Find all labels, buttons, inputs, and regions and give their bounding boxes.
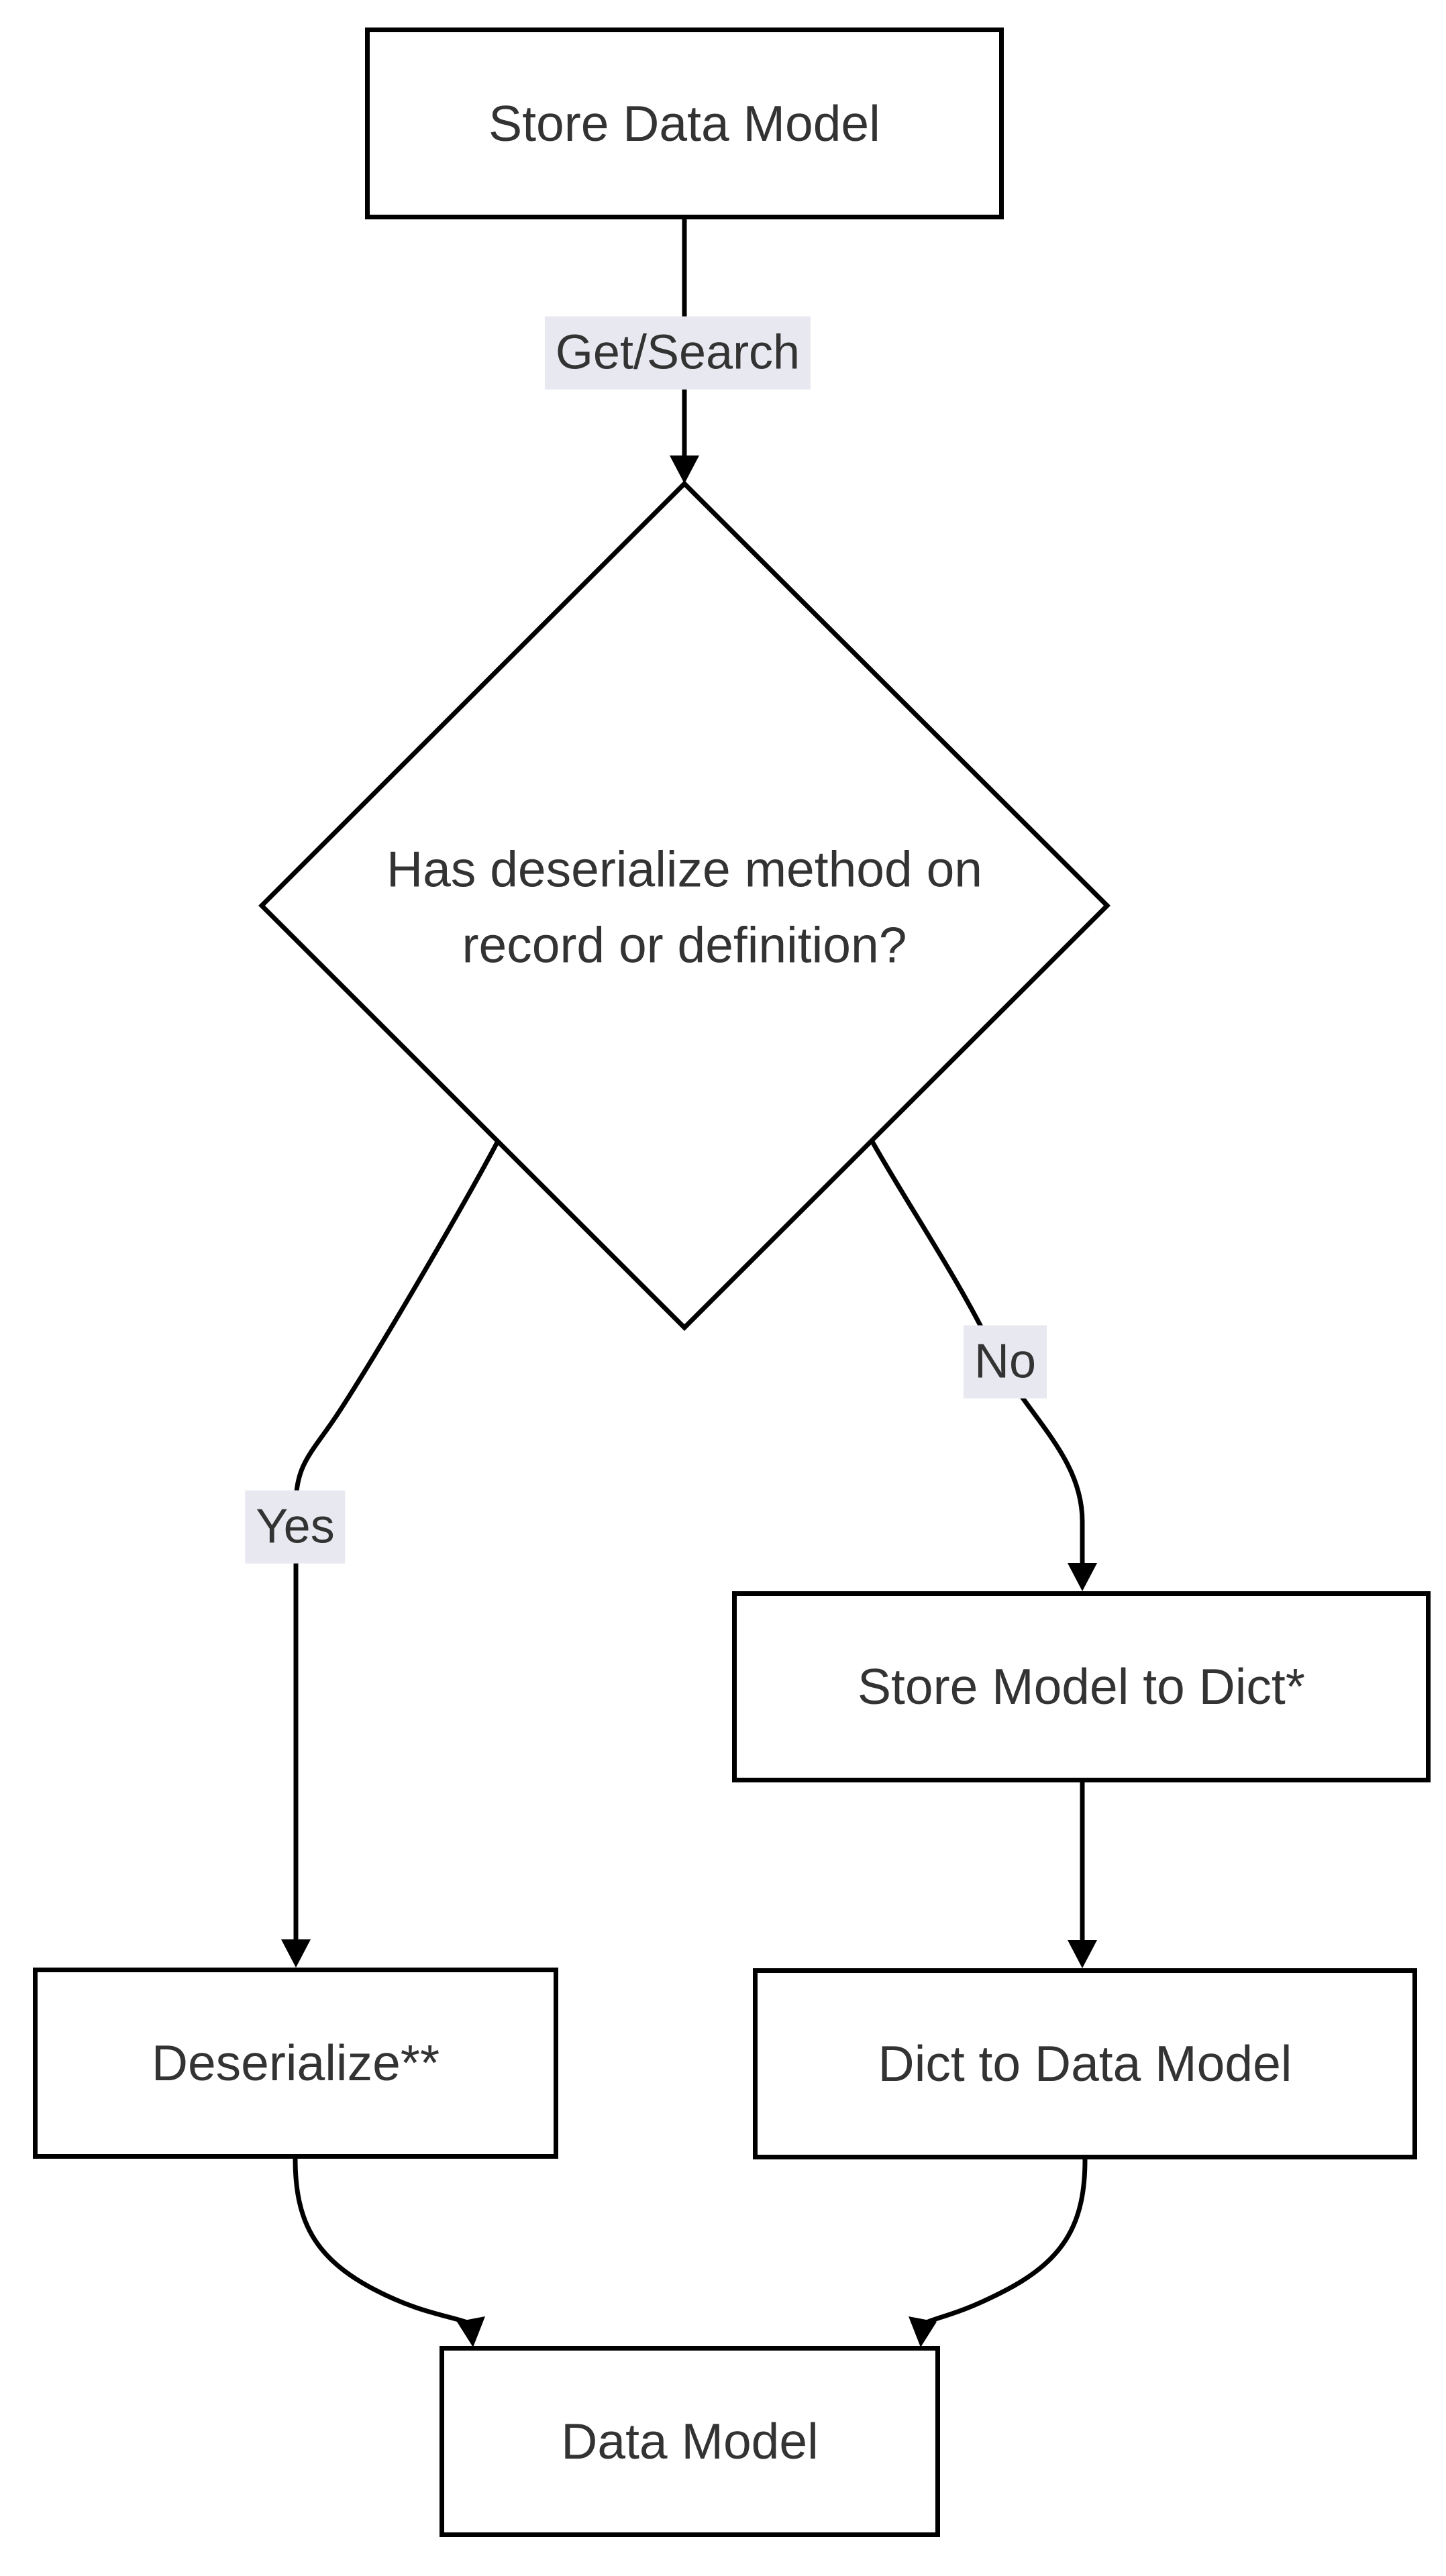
arrowhead-into-dict-to-data-model: [1068, 1940, 1097, 1968]
node-store-model-to-dict-label: Store Model to Dict*: [858, 1658, 1305, 1715]
arrowhead-into-decision: [670, 455, 699, 484]
decision-diamond-shape: [258, 480, 1111, 1331]
decision-question-text: Has deserialize method on record or defi…: [386, 841, 982, 973]
flow-line-deserialize-to-data-model: [293, 2158, 470, 2326]
node-dict-to-data-model: Dict to Data Model: [753, 1968, 1417, 2159]
arrowhead-into-deserialize: [281, 1939, 311, 1968]
arrowhead-into-store-model-to-dict: [1068, 1563, 1097, 1591]
node-deserialize: Deserialize**: [33, 1968, 558, 2159]
node-dict-to-data-model-label: Dict to Data Model: [878, 2035, 1292, 2092]
flow-line-dict-to-data-model: [923, 2159, 1088, 2326]
node-data-model: Data Model: [440, 2346, 940, 2537]
arrowhead-right-into-data-model: [909, 2316, 937, 2347]
node-deserialize-label: Deserialize**: [151, 2035, 440, 2092]
node-store-data-model: Store Data Model: [365, 28, 1004, 219]
edge-label-no: No: [963, 1325, 1047, 1399]
node-store-data-model-label: Store Data Model: [488, 95, 880, 152]
edge-label-get-search: Get/Search: [544, 316, 811, 390]
flow-line-yes-branch: [293, 1140, 501, 1941]
node-store-model-to-dict: Store Model to Dict*: [732, 1591, 1431, 1782]
edge-label-yes: Yes: [245, 1490, 346, 1564]
node-data-model-label: Data Model: [561, 2413, 819, 2470]
arrowhead-left-into-data-model: [457, 2316, 485, 2347]
node-decision-label: Has deserialize method on record or defi…: [315, 832, 1053, 983]
